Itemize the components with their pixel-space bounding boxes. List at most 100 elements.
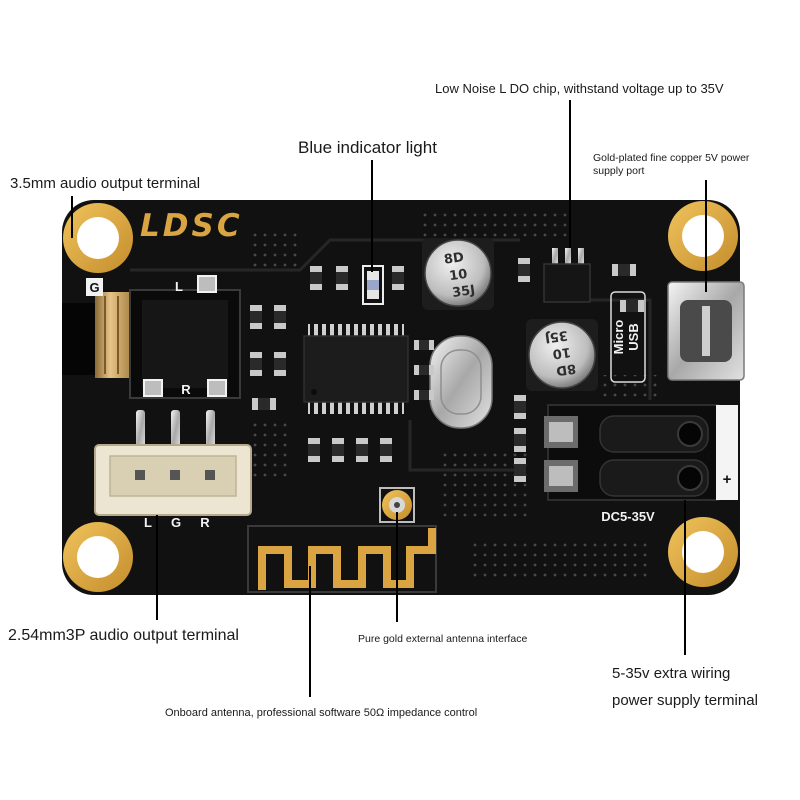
ldo-leg [552, 248, 558, 266]
via-field [470, 540, 650, 580]
callout-usb-line2: supply port [593, 165, 644, 177]
ldo-regulator-chip [543, 248, 591, 303]
connector-pin [171, 410, 180, 452]
callout-ldo-chip: Low Noise L DO chip, withstand voltage u… [435, 81, 724, 96]
pcb-trace [408, 420, 520, 472]
mounting-hole [668, 201, 738, 271]
jack-label-g-box [86, 278, 103, 296]
blue-indicator-led [362, 265, 384, 305]
antenna-connector-pin [394, 502, 400, 508]
crystal-oscillator [429, 335, 493, 429]
connector-socket [205, 470, 215, 480]
smd-component [620, 300, 644, 312]
antenna-keepout [247, 525, 437, 593]
callout-usb-line1: Gold-plated fine copper 5V power [593, 152, 750, 164]
terminal-screw [677, 421, 703, 447]
callout-audio-jack: 3.5mm audio output terminal [10, 175, 200, 192]
electrolytic-capacitor: 8D 10 35J [422, 238, 494, 310]
smd-component [274, 352, 286, 376]
polarity-plus: + [723, 471, 732, 488]
smd-component [310, 266, 322, 290]
jack-pad [143, 379, 163, 397]
capacitor-marking: 8D [443, 250, 465, 268]
via-field [250, 420, 290, 480]
electrolytic-capacitor: 8D 10 35J [526, 319, 598, 391]
ldo-leg [565, 248, 571, 266]
jack-barrel [62, 303, 98, 375]
connector-socket [135, 470, 145, 480]
smd-component [308, 438, 320, 462]
jack-pad [207, 379, 227, 397]
usb-label-outline [610, 291, 646, 383]
smd-component [514, 395, 526, 419]
smd-component [414, 390, 434, 400]
pcb-trace [590, 298, 652, 400]
smd-component [332, 438, 344, 462]
terminal-screw [677, 465, 703, 491]
smd-component [414, 340, 434, 350]
capacitor-marking: 10 [448, 267, 468, 284]
smd-component [252, 398, 276, 410]
power-terminal-label: DC5-35V [601, 509, 655, 524]
antenna-meander-trace [258, 528, 436, 590]
callout-power-line1: 5-35v extra wiring [612, 665, 730, 682]
pcb-board: LDSC G L R L G R [62, 200, 745, 595]
ipex-antenna-connector [379, 487, 415, 523]
terminal-clamp-inner [549, 466, 573, 486]
connector-label-l: L [144, 515, 152, 530]
ic-body [303, 335, 409, 403]
brand-logo: LDSC [140, 208, 243, 244]
connector-pin [206, 410, 215, 452]
capacitor-marking: 35J [451, 283, 476, 301]
via-field [420, 208, 570, 238]
capacitor-can [424, 239, 492, 307]
ic-pin1-mark [311, 389, 317, 395]
capacitor-marking: 35J [544, 327, 569, 345]
mounting-hole [63, 522, 133, 592]
connector-socket [170, 470, 180, 480]
ldo-leg [578, 248, 584, 266]
smd-component [514, 428, 526, 452]
usb-label-micro: Micro [611, 320, 626, 355]
callout-onboard-antenna: Onboard antenna, professional software 5… [165, 707, 477, 719]
smd-component [612, 264, 636, 276]
mounting-hole [63, 203, 133, 273]
jack-contact-plate [95, 292, 133, 378]
terminal-polarity-strip [716, 405, 738, 500]
capacitor-marking: 8D [555, 360, 577, 378]
usb-tongue [702, 306, 710, 356]
callout-antenna-interface: Pure gold external antenna interface [358, 633, 527, 645]
smd-component [380, 438, 392, 462]
bluetooth-audio-ic [303, 324, 409, 414]
via-field [250, 228, 300, 268]
smd-component [274, 305, 286, 329]
onboard-antenna [247, 525, 437, 593]
smd-component [250, 352, 262, 376]
callout-blue-led: Blue indicator light [298, 138, 437, 157]
connector-pin [136, 410, 145, 452]
ic-pins-bottom [308, 400, 404, 414]
jack-label-g: G [89, 280, 99, 295]
jst-connector-3p [94, 410, 252, 516]
callout-jst-terminal: 2.54mm3P audio output terminal [8, 627, 239, 644]
smd-component [336, 266, 348, 290]
micro-usb-port [667, 281, 745, 381]
audio-jack-3-5mm [62, 289, 241, 399]
smd-component [392, 266, 404, 290]
ic-pins-top [308, 324, 404, 338]
ldo-body [543, 263, 591, 303]
connector-label-r: R [200, 515, 210, 530]
mounting-hole [668, 517, 738, 587]
power-screw-terminal [544, 404, 738, 501]
smd-component [356, 438, 368, 462]
callout-power-line2: power supply terminal [612, 692, 758, 709]
jack-body-face [142, 300, 228, 388]
usb-label-usb: USB [626, 323, 641, 350]
jack-pad [197, 275, 217, 293]
smd-component [414, 365, 434, 375]
smd-component [514, 458, 526, 482]
jack-label-r: R [181, 382, 191, 397]
capacitor-can [528, 321, 596, 389]
jack-label-l: L [175, 279, 183, 294]
